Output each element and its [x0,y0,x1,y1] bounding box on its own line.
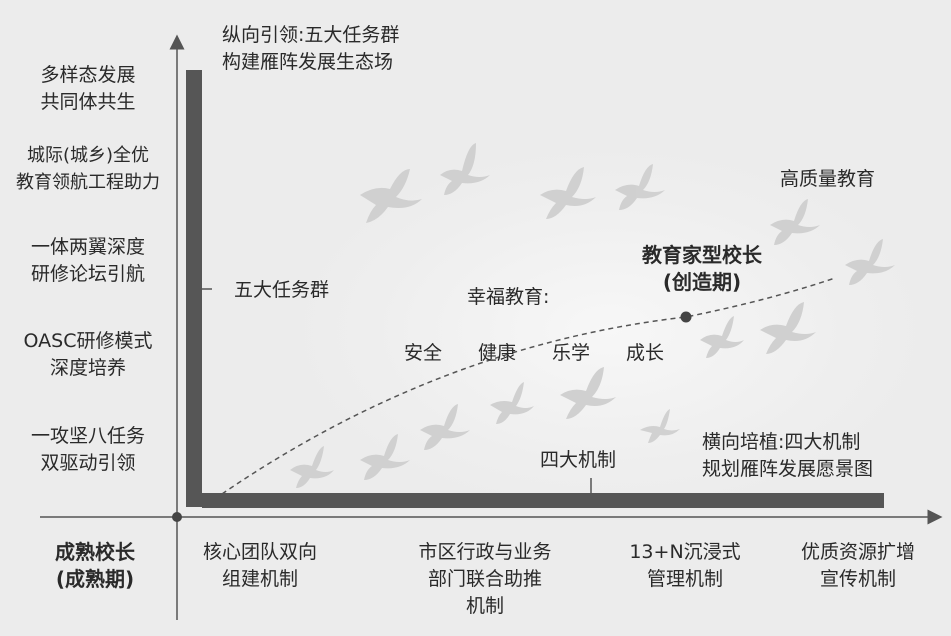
bottom-item-line: 机制 [465,595,504,617]
bottom-item: 核心团队双向 组建机制 [180,539,340,593]
bottom-item-line: 部门联合助推 [427,568,542,590]
growth-curve [221,277,836,495]
goose-icon [640,409,680,443]
horizontal-title: 横向培植:四大机制 规划雁阵发展愿景图 [702,429,873,483]
left-item: 城际(城乡)全优 教育领航工程助力 [0,142,176,196]
high-quality-education: 高质量教育 [780,168,876,190]
bottom-item-line: 市区行政与业务 [418,541,552,563]
goose-icon [360,169,422,223]
horizontal-title-line: 规划雁阵发展愿景图 [702,458,874,480]
goose-icon [290,446,334,488]
mature-principal: 成熟校长 (成熟期) [20,539,170,593]
happy-education: 幸福教育: [467,286,550,308]
education-principal: 教育家型校长 (创造期) [612,242,792,296]
bottom-item-line: 宣传机制 [819,568,896,590]
goose-icon [615,164,665,210]
flying-geese-decoration [290,143,895,488]
goose-icon [540,167,596,219]
top-title-line: 构建雁阵发展生态场 [222,51,394,73]
left-item-line: 教育领航工程助力 [16,172,160,193]
goose-icon [360,434,410,480]
goose-icon [845,239,895,285]
goose-icon [440,143,490,195]
bottom-item-line: 管理机制 [646,568,723,590]
goose-icon [760,302,816,354]
goose-icon [700,316,744,358]
bottom-item: 13+N沉浸式 管理机制 [605,539,765,593]
bottom-item: 优质资源扩增 宣传机制 [778,539,938,593]
four-mechanisms-label: 四大机制 [540,449,617,471]
horizontal-title-line: 横向培植:四大机制 [702,431,861,453]
happy-item: 健康 [478,342,517,364]
left-item-line: 双驱动引领 [40,452,136,474]
left-item-line: 一攻坚八任务 [30,425,145,447]
left-item-line: 城际(城乡)全优 [26,145,150,166]
mature-principal-title: 成熟校长 [55,540,135,564]
left-item: 一攻坚八任务 双驱动引领 [0,423,176,477]
principal-dot [680,311,692,323]
goose-icon [420,404,470,450]
bottom-item-line: 组建机制 [221,568,298,590]
mature-principal-stage: (成熟期) [55,567,135,591]
bottom-item-line: 13+N沉浸式 [629,541,741,563]
goose-icon [560,367,616,419]
happy-item: 成长 [626,342,665,364]
background-glow [300,150,920,510]
five-groups-label: 五大任务群 [234,279,330,301]
left-item-line: 一体两翼深度 [30,236,145,258]
left-item-line: 深度培养 [49,357,126,379]
education-principal-title: 教育家型校长 [642,243,762,267]
origin-dot [172,512,182,522]
left-item-line: OASC研修模式 [23,330,153,352]
goose-icon [770,199,820,245]
left-item-line: 多样态发展 [40,64,136,86]
bottom-item-line: 核心团队双向 [202,541,317,563]
left-item: 多样态发展 共同体共生 [0,62,176,116]
left-item-line: 共同体共生 [40,91,136,113]
left-item: 一体两翼深度 研修论坛引航 [0,234,176,288]
vertical-bar [186,70,202,507]
top-title-line: 纵向引领:五大任务群 [222,24,400,46]
horizontal-bar [202,493,884,508]
happy-item: 安全 [404,342,443,364]
left-item-line: 研修论坛引航 [30,263,145,285]
bottom-item-line: 优质资源扩增 [800,541,915,563]
happy-item: 乐学 [552,342,591,364]
goose-icon [490,382,534,424]
left-item: OASC研修模式 深度培养 [0,328,176,382]
top-title: 纵向引领:五大任务群 构建雁阵发展生态场 [222,22,399,76]
education-principal-stage: (创造期) [662,270,742,294]
bottom-item: 市区行政与业务 部门联合助推 机制 [390,539,580,620]
